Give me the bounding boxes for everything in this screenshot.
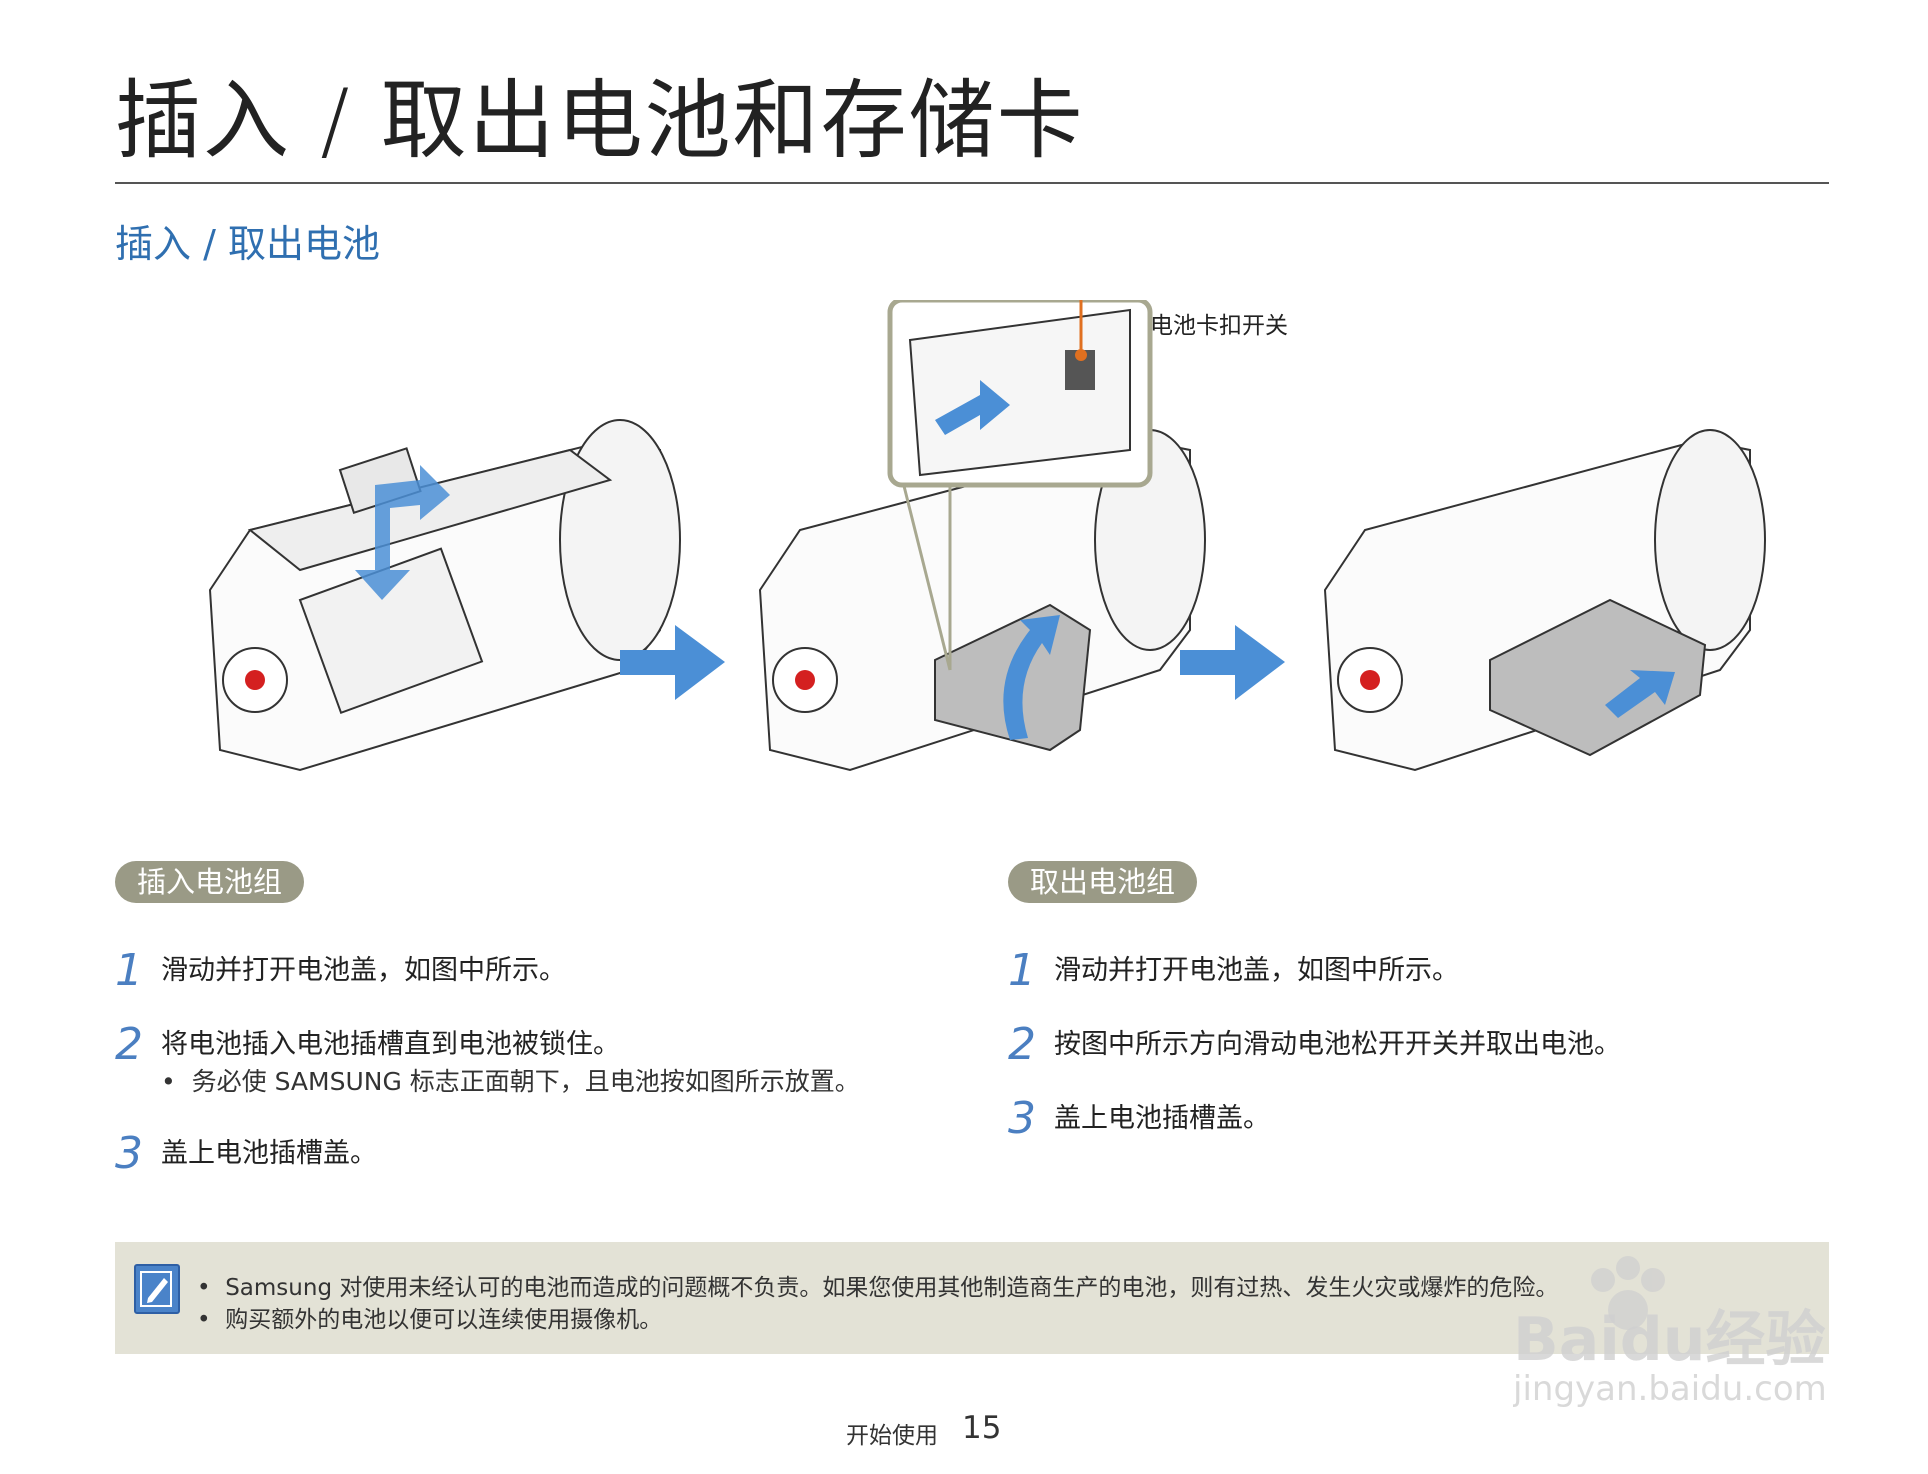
- note-line-1: • Samsung 对使用未经认可的电池而造成的问题概不负责。如果您使用其他制造…: [197, 1275, 1559, 1301]
- camcorder-step3: [1323, 429, 1766, 772]
- baidu-jingyan-watermark: Baidu经验 jingyan.baidu.com: [1513, 1256, 1827, 1409]
- step-text: 滑动并打开电池盖，如图中所示。: [1054, 955, 1459, 986]
- step-number: 2: [115, 1019, 143, 1070]
- bullet-text: 务必使 SAMSUNG 标志正面朝下，且电池按如图所示放置。: [191, 1067, 860, 1096]
- flow-arrow-2: [1180, 625, 1285, 700]
- step-text: 盖上电池插槽盖。: [161, 1138, 377, 1169]
- step-text: 将电池插入电池插槽直到电池被锁住。: [161, 1029, 620, 1060]
- page-number: 15: [962, 1410, 1002, 1446]
- insert-battery-heading: 插入电池组: [115, 861, 305, 903]
- insert-curve-arrow: [1003, 615, 1060, 740]
- note-box: • Samsung 对使用未经认可的电池而造成的问题概不负责。如果您使用其他制造…: [115, 1242, 1829, 1354]
- bullet-dot: •: [161, 1067, 192, 1096]
- step-number: 3: [115, 1128, 143, 1179]
- battery-illustration: [208, 300, 1766, 772]
- page-title: 插入 / 取出电池和存储卡: [115, 71, 1085, 171]
- step-number: 1: [1008, 945, 1036, 996]
- remove-battery-heading: 取出电池组: [1008, 861, 1198, 903]
- slide-open-arrow: [355, 465, 450, 600]
- step-number: 2: [1008, 1019, 1036, 1070]
- camcorder-step1: [208, 419, 681, 772]
- step-number: 1: [115, 945, 143, 996]
- step-number: 3: [1008, 1093, 1036, 1144]
- note-text: Samsung 对使用未经认可的电池而造成的问题概不负责。如果您使用其他制造商生…: [225, 1275, 1559, 1301]
- step-text: 滑动并打开电池盖，如图中所示。: [161, 955, 566, 986]
- flow-arrow-1: [620, 625, 725, 700]
- section-subtitle: 插入 / 取出电池: [115, 222, 380, 266]
- note-line-2: • 购买额外的电池以便可以连续使用摄像机。: [197, 1307, 663, 1333]
- zoom-inset: [887, 300, 1153, 671]
- step-text: 按图中所示方向滑动电池松开开关并取出电池。: [1054, 1029, 1621, 1060]
- watermark-brand: Baidu经验: [1513, 1305, 1825, 1375]
- note-text: 购买额外的电池以便可以连续使用摄像机。: [225, 1307, 663, 1333]
- remove-slide-arrow: [1605, 670, 1675, 718]
- insert-step-2-bullet: • 务必使 SAMSUNG 标志正面朝下，且电池按如图所示放置。: [161, 1067, 860, 1097]
- title-divider: [115, 182, 1829, 184]
- watermark-url: jingyan.baidu.com: [1513, 1369, 1827, 1409]
- footer-section-label: 开始使用: [846, 1423, 938, 1449]
- step-text: 盖上电池插槽盖。: [1054, 1103, 1270, 1134]
- note-pencil-icon: [134, 1264, 180, 1314]
- battery-latch-callout-label: 电池卡扣开关: [1150, 313, 1288, 339]
